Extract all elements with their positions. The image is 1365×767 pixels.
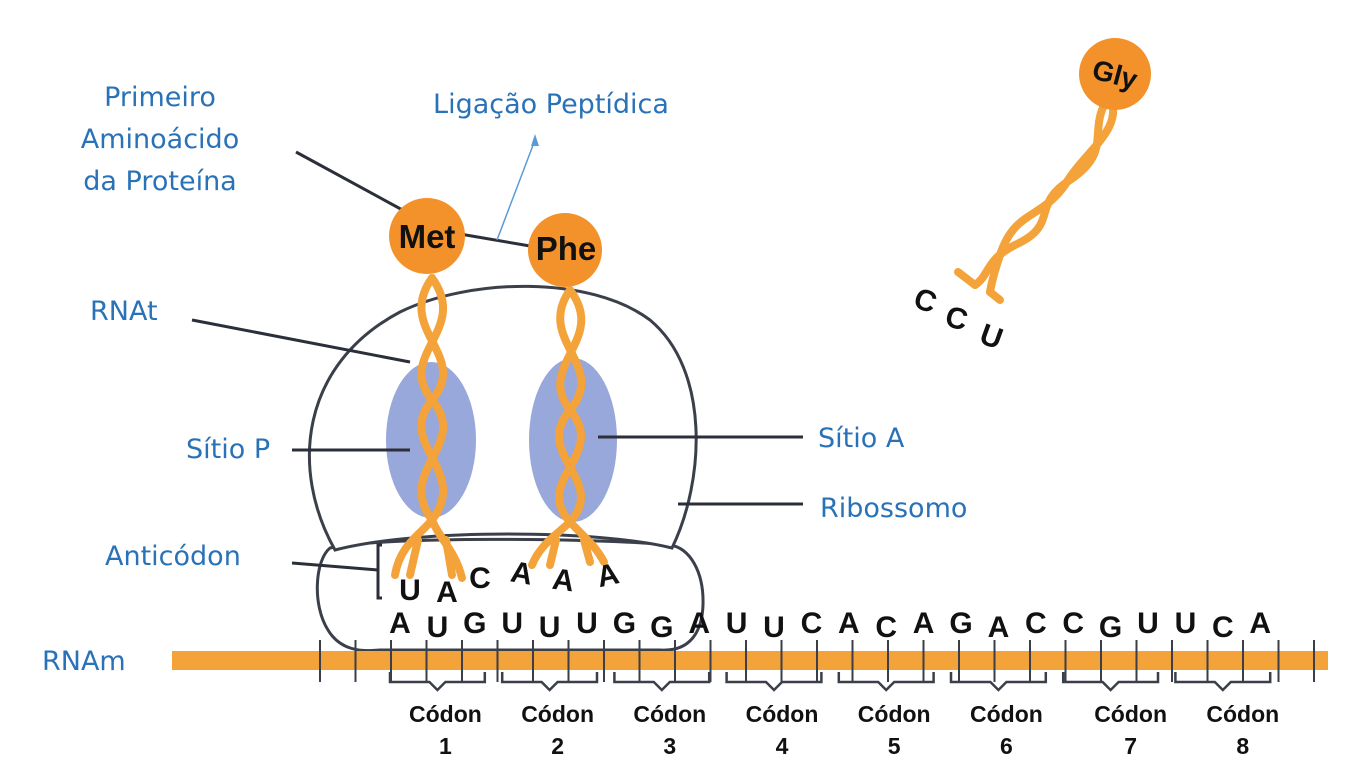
anticodon-p-base-2: A — [436, 576, 458, 609]
leader-trna — [191, 318, 411, 364]
phe-circle — [528, 213, 602, 287]
label-anticodon: Anticódon — [105, 541, 241, 572]
trna-site-a — [528, 286, 608, 569]
anticodon-bracket — [376, 543, 382, 600]
anticodon-p-base-3: C — [469, 562, 491, 595]
mrna-ticks — [319, 640, 1315, 682]
mrna-base: U — [1175, 607, 1197, 640]
free-trna-base-3: U — [975, 318, 1007, 356]
mrna-base: G — [650, 611, 673, 644]
codon-word: Códon — [1206, 701, 1279, 727]
free-trna-base-2: C — [942, 300, 971, 337]
mrna-base: C — [1212, 611, 1234, 644]
mrna-base: C — [875, 611, 897, 644]
mrna-base: G — [613, 607, 636, 640]
mrna-base: A — [988, 611, 1010, 644]
label-ribosome: Ribossomo — [820, 493, 967, 524]
codon-braces — [388, 672, 1272, 692]
codon-labels: Códon 1 Códon 2 Códon 3 Códon 4 Códon 5 Códon 6 Códo… — [409, 701, 1279, 759]
mrna-base: G — [949, 607, 972, 640]
trna-site-p — [391, 274, 466, 582]
met-label: Met — [399, 218, 456, 255]
mrna-base: A — [913, 607, 935, 640]
free-trna-base-1: C — [909, 282, 941, 320]
codon-number: 7 — [1124, 733, 1137, 759]
codon-number: 4 — [776, 733, 789, 759]
mrna-base: U — [539, 611, 561, 644]
leader-anticodon — [291, 561, 379, 572]
codon-number: 3 — [663, 733, 676, 759]
codon-number: 8 — [1236, 733, 1249, 759]
label-peptide-bond: Ligação Peptídica — [433, 89, 669, 120]
mrna-base: C — [801, 607, 823, 640]
anticodon-p-base-1: U — [399, 574, 421, 607]
codon-brace — [500, 672, 599, 692]
leader-peptide-bond — [496, 139, 536, 241]
label-site-p: Sítio P — [186, 434, 270, 465]
leader-first-amino-acid — [295, 150, 409, 215]
label-first-amino-acid-1: Primeiro — [104, 82, 216, 113]
codon-word: Códon — [521, 701, 594, 727]
met-circle — [389, 198, 465, 274]
mrna-base: A — [389, 607, 411, 640]
codon-word: Códon — [633, 701, 706, 727]
peptide-bond-line — [459, 232, 531, 248]
label-site-a: Sítio A — [818, 423, 905, 454]
mrna-base: A — [688, 607, 710, 640]
codon-word: Códon — [1094, 701, 1167, 727]
mrna-base: C — [1025, 607, 1047, 640]
mrna-base: C — [1062, 607, 1084, 640]
codon-word: Códon — [970, 701, 1043, 727]
label-trna: RNAt — [90, 296, 158, 327]
label-mrna: RNAm — [42, 646, 126, 677]
ribosome-large-subunit — [308, 284, 698, 552]
mrna-base: A — [1249, 607, 1271, 640]
mrna-base: U — [763, 611, 785, 644]
mrna-base: U — [576, 607, 598, 640]
mrna-base: G — [463, 607, 486, 640]
anticodon-a-base-2: A — [550, 563, 576, 599]
codon-brace — [837, 672, 935, 692]
codon-word: Códon — [409, 701, 482, 727]
codon-number: 1 — [439, 733, 452, 759]
leader-peptide-bond-arrow — [531, 134, 539, 146]
mrna-base: A — [838, 607, 860, 640]
trna-free — [954, 91, 1118, 304]
mrna-strand — [172, 651, 1328, 670]
label-first-amino-acid-2: Aminoácido — [81, 124, 239, 155]
codon-brace — [725, 672, 823, 692]
label-first-amino-acid-3: da Proteína — [83, 166, 236, 197]
mrna-base: U — [427, 611, 449, 644]
codon-brace — [1174, 672, 1272, 692]
mrna-base: G — [1099, 611, 1122, 644]
codon-word: Códon — [858, 701, 931, 727]
codon-number: 5 — [888, 733, 901, 759]
codon-brace — [1061, 672, 1160, 692]
mrna-base: U — [726, 607, 748, 640]
codon-brace — [613, 672, 711, 692]
gly-circle — [1079, 38, 1151, 110]
site-a-region — [529, 358, 617, 522]
codon-word: Códon — [746, 701, 819, 727]
codon-number: 2 — [551, 733, 564, 759]
mrna-base: U — [1137, 607, 1159, 640]
codon-brace — [388, 672, 487, 692]
codon-brace — [949, 672, 1048, 692]
mrna-base: U — [501, 607, 523, 640]
codon-number: 6 — [1000, 733, 1013, 759]
phe-label: Phe — [536, 230, 597, 267]
site-p-region — [386, 362, 476, 518]
